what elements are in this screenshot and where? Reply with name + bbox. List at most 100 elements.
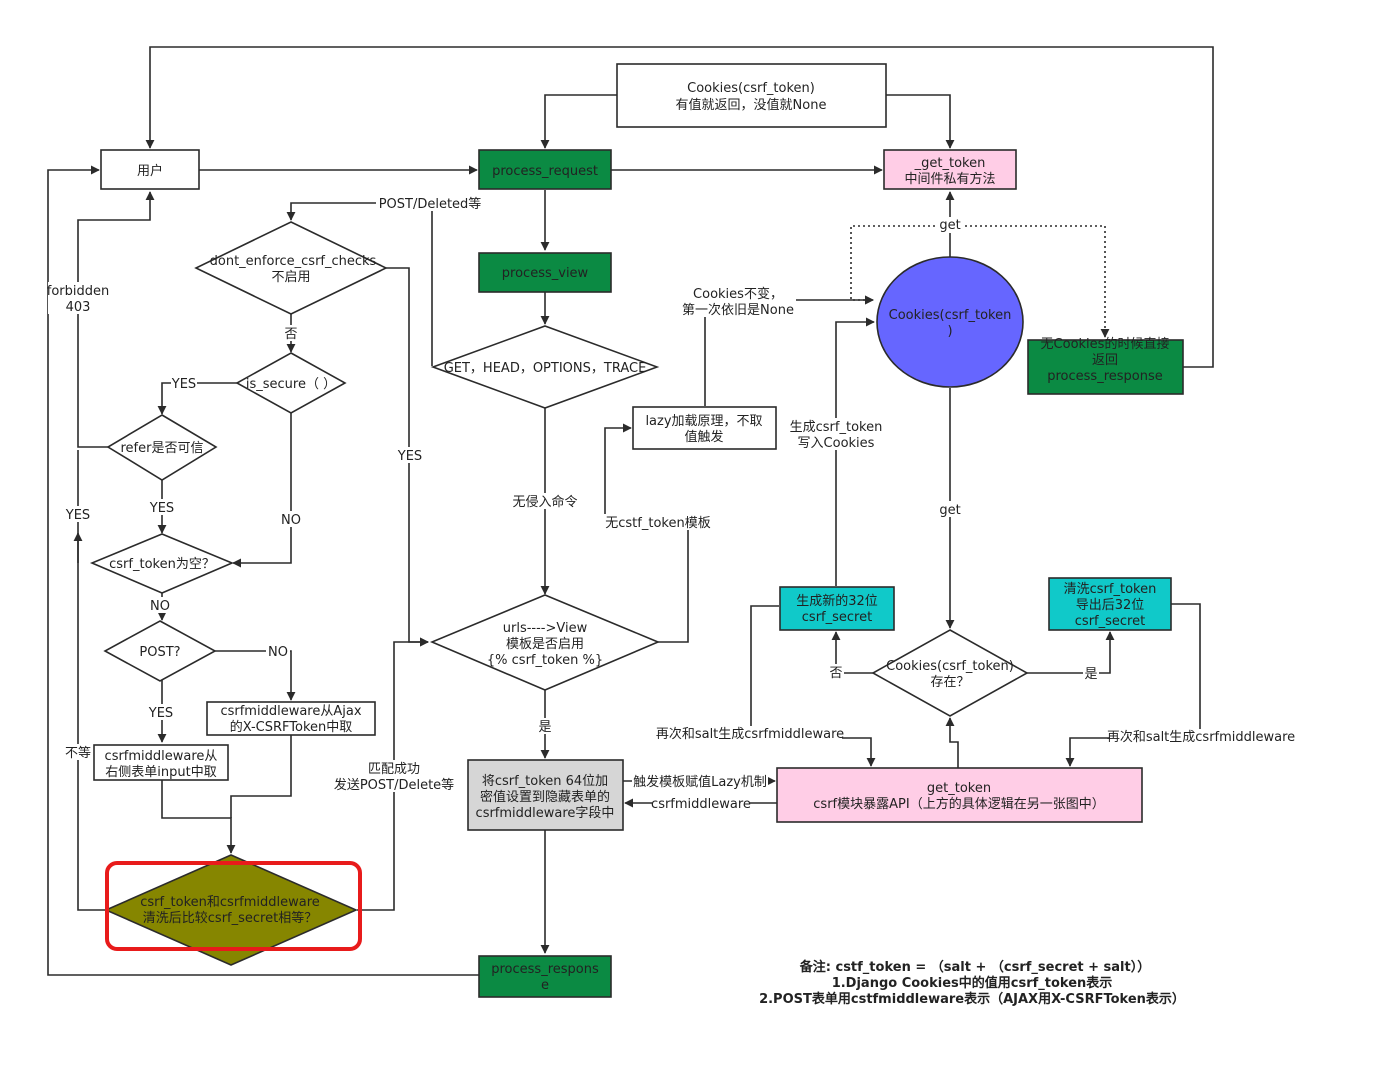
dont-enforce-line-2: 不启用 — [271, 270, 310, 285]
form-source-box — [93, 744, 229, 781]
new-secret-box — [779, 586, 895, 631]
ajax-source-line-1: csrfmiddleware从Ajax — [220, 704, 361, 719]
user-box — [100, 149, 200, 190]
no-cookie-return-line-2: 返回 — [1092, 353, 1118, 368]
label-yes-dont: YES — [397, 449, 422, 464]
label-post-deleted: POST/Deleted等 — [379, 196, 482, 212]
lazy-box — [632, 406, 777, 450]
edge-refer-forbidden-to-user — [77, 191, 155, 448]
clean-secret-line-3: csrf_secret — [1075, 614, 1145, 629]
label-no-empty: NO — [150, 599, 170, 614]
form-source-line-2: 右侧表单input中取 — [105, 765, 216, 780]
template-check-line-1: urls---->View — [503, 621, 588, 636]
edge-noreturn-to-user — [145, 46, 1214, 368]
edges — [47, 46, 1214, 976]
label-no-template: 无cstf_token模板 — [605, 516, 710, 531]
edge-template-no-to-lazy — [604, 423, 689, 643]
process-response-box — [478, 955, 612, 998]
label-no-intrusion: 无侵入命令 — [512, 494, 577, 510]
edge-cookiestop-to-gettoken — [886, 94, 955, 149]
get-token-api-line-1: get_token — [927, 781, 991, 796]
template-check-line-3: {% csrf_token %} — [487, 653, 603, 668]
edge-cookiestop-to-request — [540, 94, 617, 149]
post-diamond — [103, 620, 217, 682]
edge-secure-yes-to-refer — [157, 382, 237, 415]
edge-methods-post-to-dont — [286, 202, 433, 366]
edge-dotted-right — [950, 225, 1110, 338]
cookie-exists-diamond — [871, 629, 1029, 717]
dont-enforce-line-1: dont_enforce_csrf_checks — [210, 254, 377, 269]
edge-exists-yes-to-clean — [1027, 631, 1115, 674]
get-token-api-box — [776, 767, 1143, 823]
set-hidden-line-1: 将csrf_token 64位加 — [482, 774, 608, 789]
template-check-line-2: 模板是否启用 — [506, 637, 584, 652]
compare-diamond — [104, 854, 358, 966]
process-response-line-2: e — [541, 978, 549, 993]
compare-line-1: csrf_token和csrfmiddleware — [140, 895, 320, 910]
dont-enforce-diamond — [194, 221, 388, 315]
label-forbidden-2: 403 — [66, 300, 91, 315]
no-cookie-return-line-1: 无Cookies的时候直接 — [1041, 336, 1170, 352]
label-get-mid: get — [939, 503, 960, 518]
note-line-3: 2.POST表单用cstfmiddleware表示（AJAX用X-CSRFTok… — [759, 991, 1185, 1007]
get-token-private-line-1: _get_token — [914, 156, 986, 171]
user-label: 用户 — [137, 163, 163, 179]
form-source-line-1: csrfmiddleware从 — [105, 749, 218, 764]
label-yes-post: YES — [148, 706, 173, 721]
edge-secure-no-to-empty — [232, 413, 292, 568]
clean-secret-line-2: 导出后32位 — [1076, 598, 1145, 613]
process-request-box — [478, 149, 612, 190]
methods-diamond — [430, 325, 660, 409]
post-label: POST? — [139, 645, 180, 660]
clean-secret-line-1: 清洗csrf_token — [1064, 582, 1157, 597]
label-trigger-lazy: 触发模板赋值Lazy机制 — [633, 774, 767, 790]
label-yes-secure: YES — [171, 377, 196, 392]
edge-labels: POST/Deleted等 forbidden 403 否 YES YES YE… — [47, 195, 1295, 812]
edge-form-to-compare — [161, 780, 236, 854]
get-token-private-box — [883, 149, 1017, 190]
label-not-equal: 不等 — [65, 745, 91, 761]
process-request-label: process_request — [492, 164, 598, 179]
get-token-api-line-2: csrf模块暴露API（上方的具体逻辑在另一张图中） — [813, 796, 1104, 812]
label-no-secure: NO — [281, 513, 301, 528]
label-cookies-unchanged-1: Cookies不变， — [693, 286, 783, 302]
methods-label: GET，HEAD，OPTIONS，TRACE — [444, 361, 647, 376]
ajax-source-line-2: 的X-CSRFToken中取 — [230, 719, 353, 735]
lazy-line-2: 值触发 — [684, 429, 723, 445]
edge-response-to-user — [47, 165, 479, 976]
edge-new-to-circle — [835, 317, 875, 586]
no-cookie-return-box — [1027, 339, 1184, 395]
ajax-source-box — [206, 701, 376, 736]
label-no-dont: 否 — [284, 327, 297, 342]
refer-label: refer是否可信 — [121, 441, 204, 456]
process-view-label: process_view — [502, 266, 589, 281]
label-gen-write-1: 生成csrf_token — [790, 420, 883, 435]
note-line-2: 1.Django Cookies中的值用csrf_token表示 — [832, 975, 1113, 991]
label-salt-right: 再次和salt生成csrfmiddleware — [1107, 729, 1295, 745]
label-get-top: get — [939, 218, 960, 233]
label-csrfmiddleware: csrfmiddleware — [651, 797, 751, 812]
note-line-1: 备注: cstf_token = （salt + （csrf_secret + … — [799, 959, 1150, 975]
is-secure-diamond — [235, 352, 347, 414]
compare-line-2: 清洗后比较csrf_secret相等？ — [143, 910, 317, 926]
refer-diamond — [106, 414, 218, 481]
edge-api-to-exists — [945, 717, 959, 768]
notes: 备注: cstf_token = （salt + （csrf_secret + … — [759, 959, 1185, 1007]
label-yes-refer: YES — [149, 501, 174, 516]
cookie-exists-line-2: 存在？ — [930, 675, 969, 690]
label-yes-template: 是 — [538, 720, 551, 735]
label-no-exists: 否 — [829, 666, 842, 681]
set-hidden-line-2: 密值设置到隐藏表单的 — [480, 789, 610, 805]
template-check-diamond — [429, 594, 661, 691]
is-secure-label: is_secure（ ） — [246, 377, 336, 392]
label-gen-write-2: 写入Cookies — [798, 436, 875, 451]
cookies-circle-line-2: ) — [947, 324, 952, 339]
edge-dotted-left — [850, 225, 950, 305]
new-secret-line-1: 生成新的32位 — [796, 593, 878, 609]
label-salt-left: 再次和salt生成csrfmiddleware — [656, 726, 844, 742]
cookies-circle-line-1: Cookies(csrf_token — [889, 308, 1012, 323]
label-yes-exists: 是 — [1084, 667, 1097, 682]
set-hidden-box — [467, 759, 624, 831]
no-cookie-return-line-3: process_response — [1047, 369, 1163, 384]
